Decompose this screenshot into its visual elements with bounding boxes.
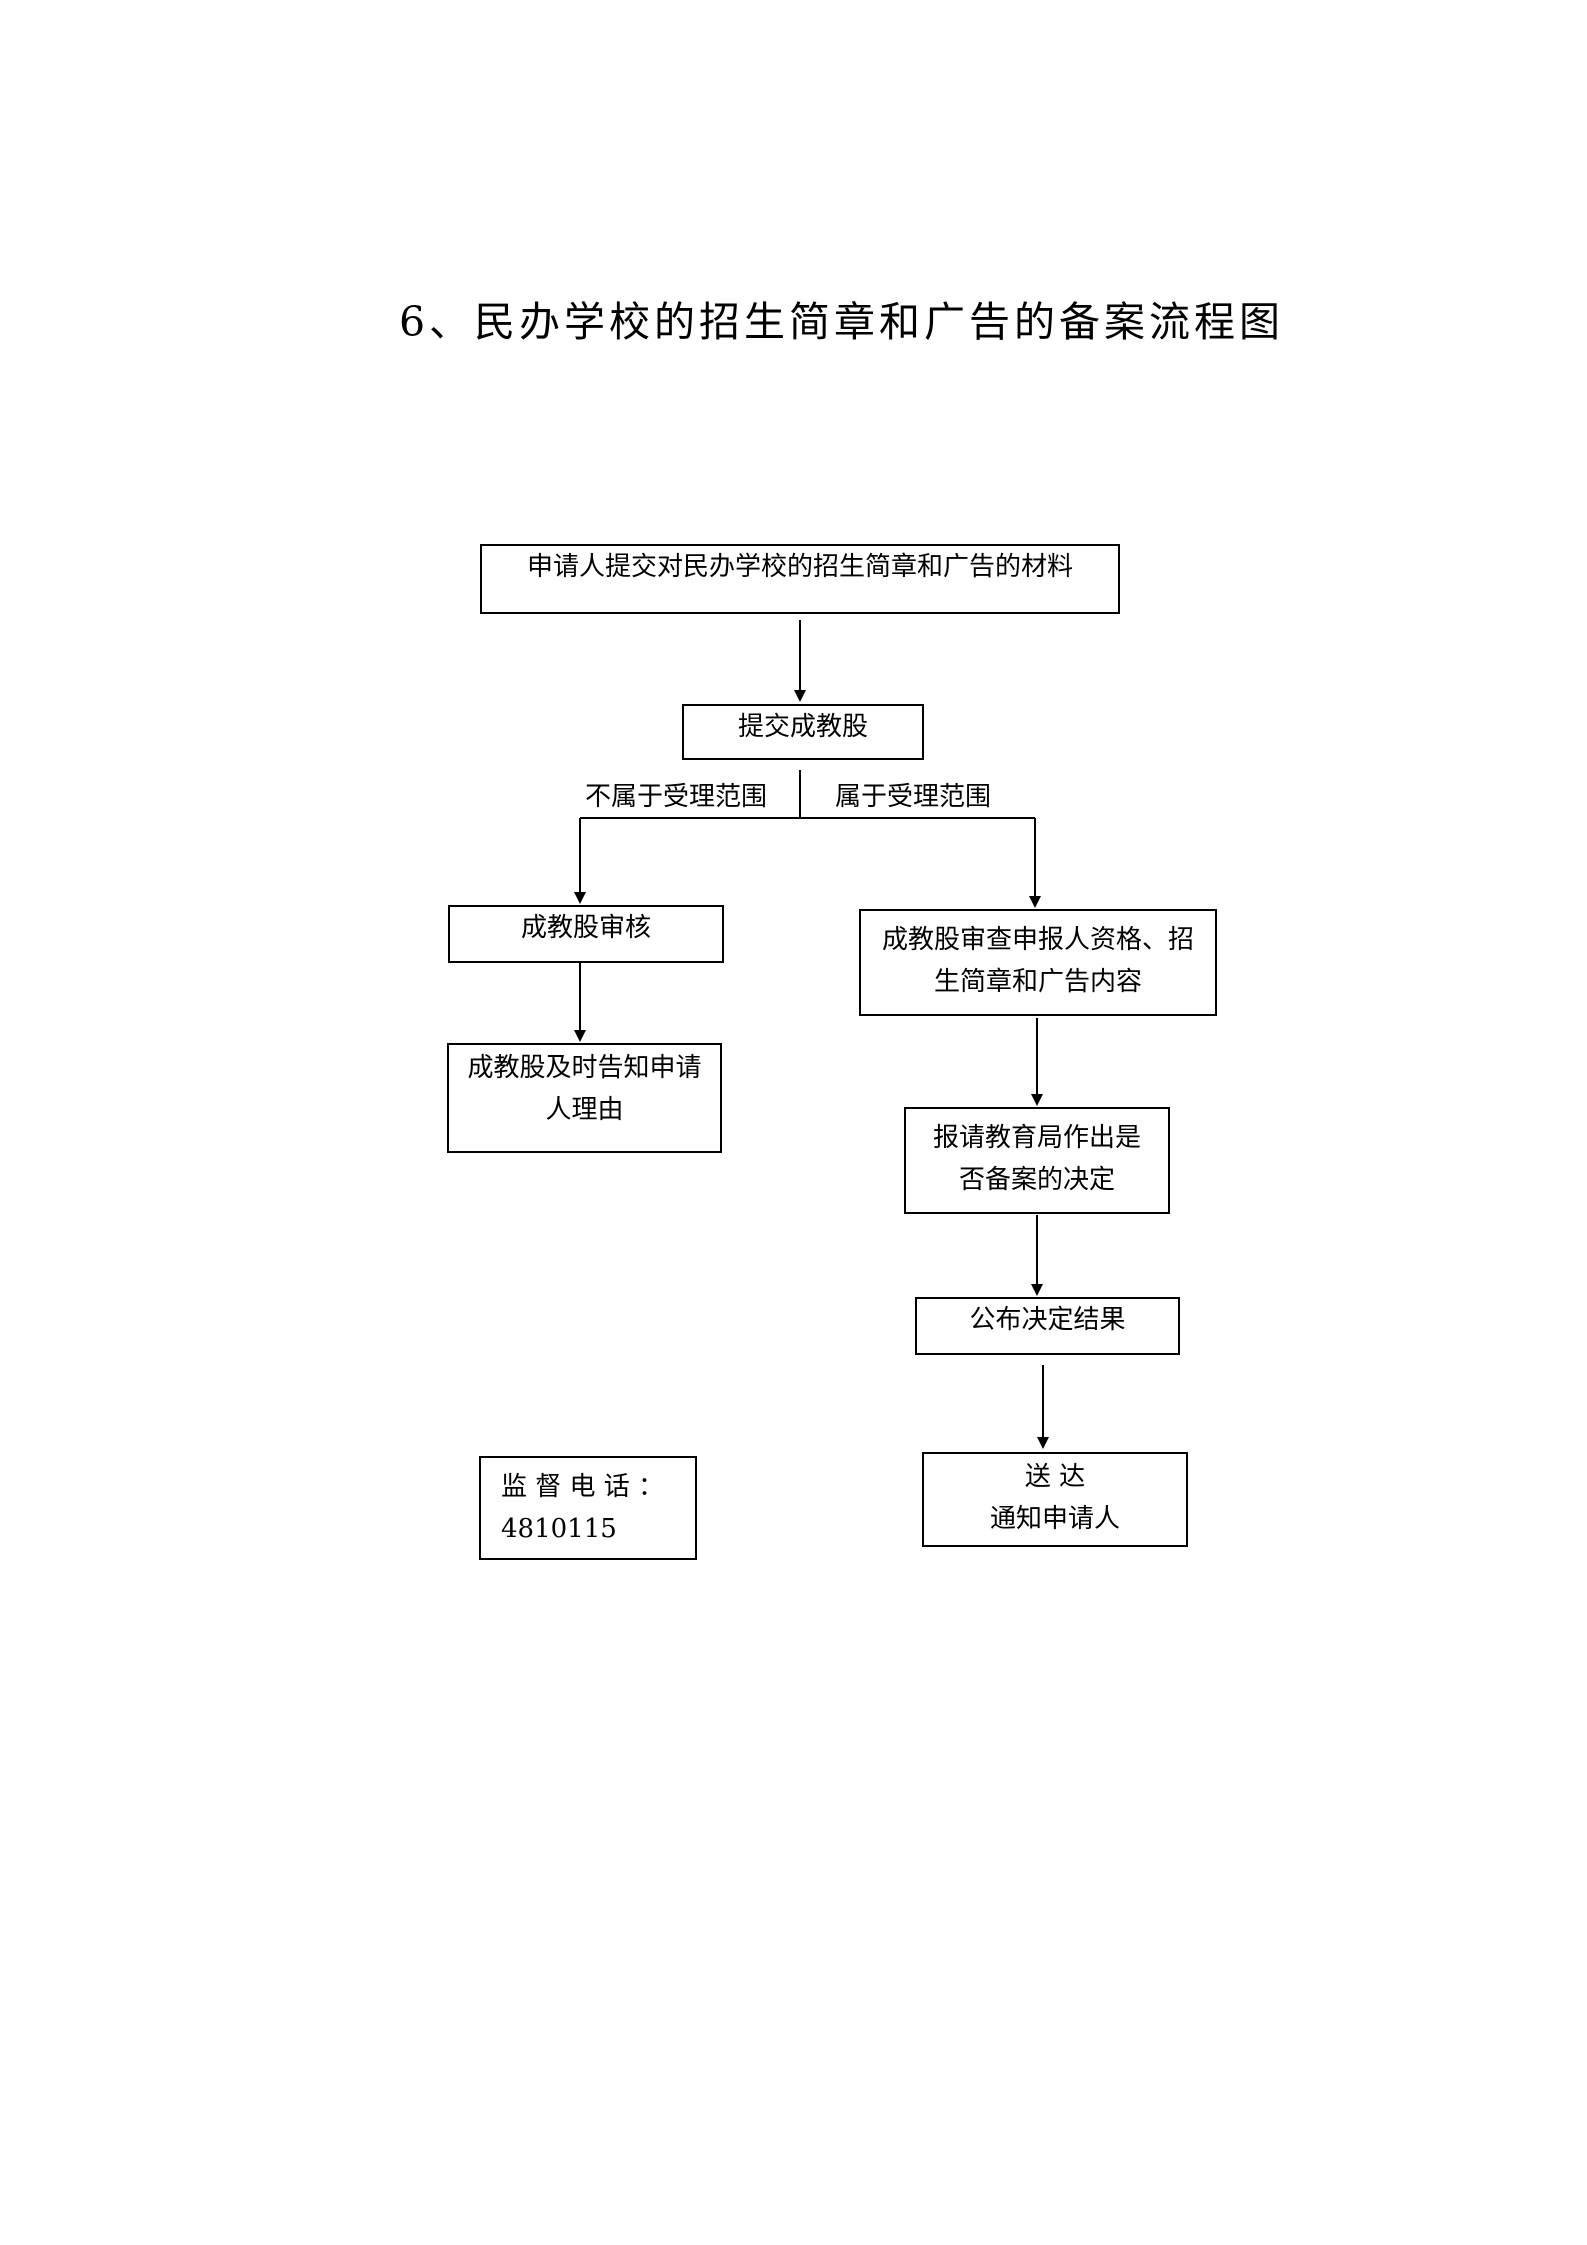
node-submit-materials: 申请人提交对民办学校的招生简章和广告的材料 (480, 544, 1120, 614)
supervision-phone-number: 4810115 (501, 1514, 617, 1544)
node-publish-result: 公布决定结果 (915, 1297, 1180, 1355)
node-dept-review-label: 成教股审核 (520, 913, 651, 943)
supervision-phone-label: 监 督 电 话 ： (501, 1472, 665, 1502)
node-report-bureau-line1: 报请教育局作出是 (932, 1123, 1141, 1153)
node-notify-reason-line1: 成教股及时告知申请 (467, 1053, 702, 1083)
branch-label-not-accepted: 不属于受理范围 (585, 782, 768, 812)
node-submit-materials-label: 申请人提交对民办学校的招生简章和广告的材料 (526, 552, 1073, 582)
node-deliver: 送 达 通知申请人 (922, 1452, 1188, 1547)
node-publish-result-label: 公布决定结果 (969, 1305, 1126, 1335)
node-submit-dept-label: 提交成教股 (737, 712, 868, 742)
node-notify-reason-line2: 人理由 (545, 1095, 624, 1125)
node-submit-dept: 提交成教股 (682, 704, 924, 760)
node-deliver-line2: 通知申请人 (989, 1504, 1120, 1534)
node-dept-review: 成教股审核 (448, 905, 724, 963)
node-report-bureau: 报请教育局作出是 否备案的决定 (904, 1107, 1170, 1214)
branch-label-accepted: 属于受理范围 (835, 782, 992, 812)
node-dept-check: 成教股审查申报人资格、招 生简章和广告内容 (859, 909, 1217, 1016)
node-deliver-line1: 送 达 (1024, 1462, 1086, 1492)
node-dept-check-line1: 成教股审查申报人资格、招 (881, 925, 1194, 955)
node-dept-check-line2: 生简章和广告内容 (933, 967, 1142, 997)
node-report-bureau-line2: 否备案的决定 (958, 1165, 1115, 1195)
page-title: 6、民办学校的招生简章和广告的备案流程图 (398, 298, 1285, 346)
node-notify-reason: 成教股及时告知申请 人理由 (447, 1043, 722, 1153)
node-supervision-phone: 监 督 电 话 ： 4810115 (479, 1456, 697, 1560)
